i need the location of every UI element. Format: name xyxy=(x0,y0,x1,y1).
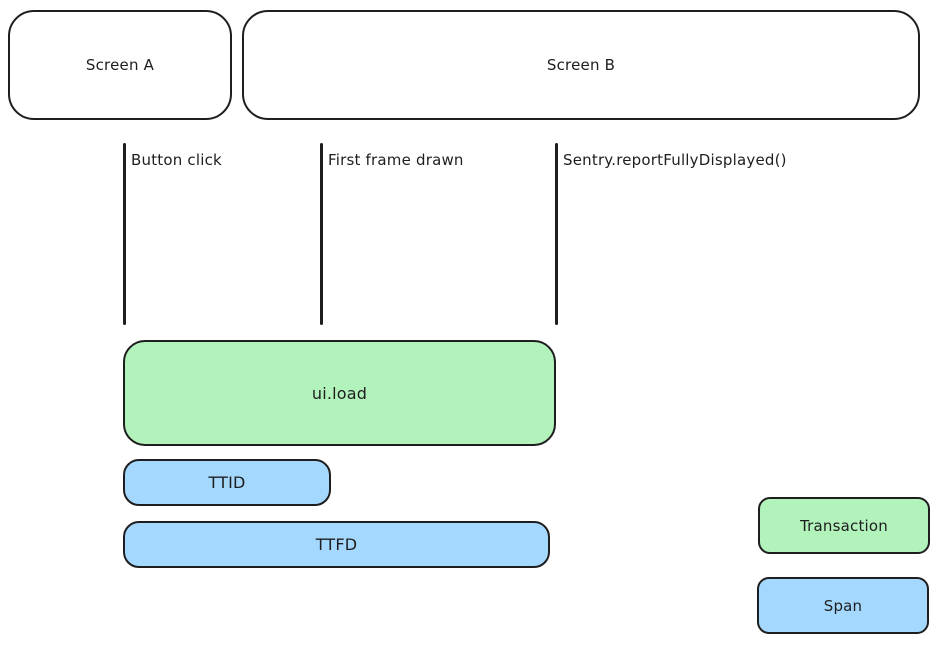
screen-a-box[interactable]: Screen A xyxy=(8,10,232,120)
marker-line-first-frame-drawn xyxy=(320,143,323,325)
legend-transaction-label: Transaction xyxy=(799,516,888,535)
legend-transaction[interactable]: Transaction xyxy=(758,497,930,554)
bar-ttid-label: TTID xyxy=(208,473,246,492)
marker-line-button-click xyxy=(123,143,126,325)
screen-b-box[interactable]: Screen B xyxy=(242,10,920,120)
marker-line-report-fully-displayed xyxy=(555,143,558,325)
bar-ui-load[interactable]: ui.load xyxy=(123,340,556,446)
screen-b-label: Screen B xyxy=(546,56,616,74)
marker-label-button-click: Button click xyxy=(131,151,222,169)
bar-ttfd-label: TTFD xyxy=(315,535,358,554)
bar-ui-load-label: ui.load xyxy=(311,383,368,403)
legend-span-label: Span xyxy=(823,596,863,615)
marker-label-report-fully-displayed: Sentry.reportFullyDisplayed() xyxy=(563,151,787,169)
bar-ttfd[interactable]: TTFD xyxy=(123,521,550,568)
screen-a-label: Screen A xyxy=(85,56,155,74)
bar-ttid[interactable]: TTID xyxy=(123,459,331,506)
marker-label-first-frame-drawn: First frame drawn xyxy=(328,151,464,169)
legend-span[interactable]: Span xyxy=(757,577,929,634)
